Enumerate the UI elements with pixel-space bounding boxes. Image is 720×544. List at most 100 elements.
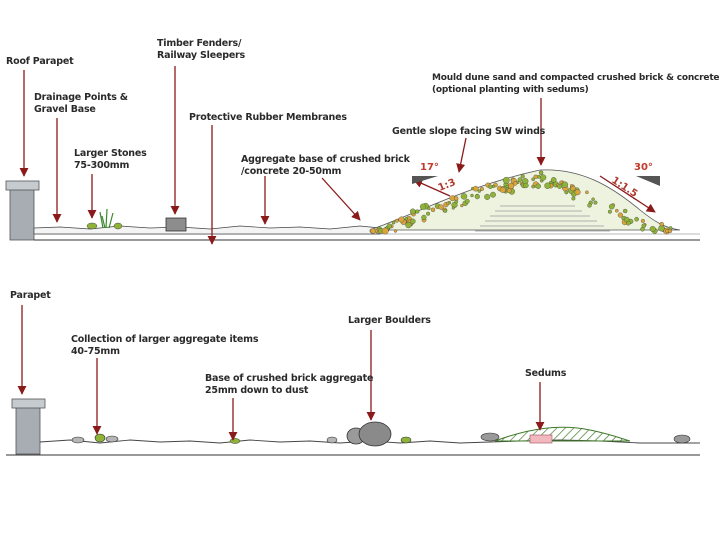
label-drainage: Drainage Points & Gravel Base [34,92,128,116]
dune-pebble [531,177,535,182]
dune-pebble [477,189,481,193]
dune-pebble [535,183,541,189]
dune-pebble [659,222,664,227]
dune-pebble [395,218,399,223]
label-larger-stones-line2: 75-300mm [74,160,130,171]
aggregate-layer-top [33,225,381,235]
dune-pebble [623,208,628,214]
label-membranes-text: Protective Rubber Membranes [189,112,347,123]
dune-pebble [454,199,459,204]
label-larger-stones: Larger Stones 75-300mm [74,148,147,172]
dune-pebble [488,184,493,189]
label-parapet-text: Parapet [10,290,51,301]
label-gentle-slope: Gentle slope facing SW winds [392,126,545,138]
angle-marker-left [412,176,438,184]
dune-pebble [591,197,595,201]
label-collection: Collection of larger aggregate items 40-… [71,334,258,358]
dune-pebble [634,216,639,222]
dune-pebble [564,190,569,195]
label-larger-boulders: Larger Boulders [348,315,431,327]
dune-pebble [474,194,480,200]
dune-pebble [470,193,474,198]
dune-strata [475,205,610,232]
dune-pebble [479,187,484,191]
top-section [5,66,700,245]
dune-pebble [538,170,544,175]
larger-boulders [326,421,412,447]
angle-right: 30° [634,162,653,173]
angle-left: 17° [420,162,439,173]
dune-pebble [505,185,509,189]
dune-pebble [502,176,510,184]
arrow-gentle-slope [456,137,467,173]
dune-pebble [464,198,470,204]
dune-pebble [410,218,416,224]
dune-pebble [517,177,523,182]
dune-pebble [571,196,576,201]
dune-pebble [460,193,468,200]
dune-pebble [544,182,551,189]
dune-pebble [386,223,392,229]
dune-pebble [559,180,563,185]
dune-pebble [381,227,389,235]
dune-mound [369,169,681,231]
dune-pebble [460,204,464,208]
dune-pebble [438,204,444,210]
label-base-line1: Base of crushed brick aggregate [205,373,374,384]
dune-pebble [649,226,656,232]
label-sedums: Sedums [525,368,566,380]
dune-pebble [523,182,529,189]
dune-pebble [533,174,538,179]
dune-pebble [419,203,427,210]
dune-pebble [607,209,612,214]
dune-pebble [393,229,398,233]
dune-pebble [640,218,645,223]
dune-pebble [587,203,592,208]
dune-pebble [370,228,376,234]
label-aggregate-line1: Aggregate base of crushed brick [241,154,410,165]
label-collection-line1: Collection of larger aggregate items [71,334,259,345]
dune-pebble [405,222,412,229]
dune-pebble [391,220,396,225]
dune-pebble [454,196,459,201]
label-timber-line1: Timber Fenders/ [157,38,242,49]
label-base-line2: 25mm down to dust [205,385,309,396]
roof-parapet-wall [5,180,40,241]
label-boulders-text: Larger Boulders [348,315,431,326]
dune-pebble [426,211,431,216]
dune-pebble [415,209,420,214]
dune-pebble [641,223,646,228]
label-aggregate-base: Aggregate base of crushed brick /concret… [241,154,410,178]
larger-stones-top [86,222,123,230]
dune-pebble [398,216,405,223]
dune-pebble [421,214,427,220]
label-mould-line1: Mould dune sand and compacted crushed br… [432,73,720,83]
dune-pebble [550,177,557,183]
dune-pebble [626,220,631,226]
dune-pebble [445,201,450,206]
timber-sleeper [165,217,187,232]
dune-pebble [557,184,562,189]
dune-pebble [608,203,615,210]
label-parapet: Parapet [10,290,51,302]
arrow-aggregate-slant [321,177,361,221]
dune-pebble [512,181,518,186]
dune-pebble [574,189,581,196]
angle-marker-right [636,176,660,186]
label-aggregate-line2: /concrete 20-50mm [241,166,342,177]
dune-pebble [585,190,589,195]
parapet-wall-bottom [11,398,46,455]
dune-pebble [472,185,479,192]
dune-pebble [427,206,431,211]
label-drainage-line2: Gravel Base [34,104,96,115]
dune-pebble [617,212,623,218]
dune-pebble [451,206,455,210]
dune-pebble [540,174,547,181]
sedum-plant-top [99,208,114,229]
dune-pebble [409,208,416,215]
dune-pebble [615,208,619,213]
label-timber-line2: Railway Sleepers [157,50,246,61]
label-roof-parapet-text: Roof Parapet [6,56,74,67]
